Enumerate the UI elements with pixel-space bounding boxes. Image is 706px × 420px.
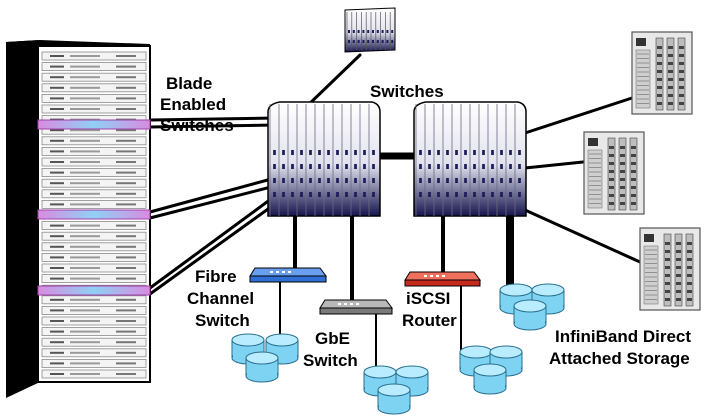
blade-unit	[41, 189, 147, 199]
label-switches: Switches	[370, 82, 444, 101]
blade-unit	[41, 327, 147, 337]
link-blade-bot-2	[148, 202, 277, 296]
blade-unit	[41, 146, 147, 156]
blade-unit	[41, 305, 147, 315]
link-blade-top-1	[148, 116, 277, 122]
blade-unit	[41, 83, 147, 93]
blade-unit	[41, 94, 147, 103]
storage-array-icon	[583, 131, 645, 215]
blade-unit	[41, 178, 147, 188]
blade-unit	[41, 295, 147, 305]
label-gbe-switch: GbE Switch	[303, 329, 358, 370]
storage-arrays	[583, 31, 701, 311]
gbe-switch-icon	[319, 299, 393, 315]
link-storage-1	[523, 96, 634, 135]
blade-unit	[41, 157, 147, 167]
right-core-switch-icon	[413, 101, 527, 217]
blade-unit	[41, 199, 147, 209]
disk-icon	[473, 363, 507, 395]
blade-switch-port-mid	[37, 209, 151, 220]
blade-unit	[41, 231, 147, 241]
blade-unit	[41, 263, 147, 273]
blade-unit	[41, 72, 147, 82]
blade-unit	[41, 316, 147, 326]
blade-unit	[41, 369, 147, 379]
blade-unit	[41, 242, 147, 252]
blade-unit	[41, 62, 147, 71]
fibre-channel-switch-icon	[249, 267, 327, 283]
disk-icon	[513, 299, 547, 331]
link-blade-mid-2	[148, 184, 277, 220]
link-storage-3	[523, 208, 642, 264]
blade-unit	[41, 337, 147, 347]
link-blade-top-2	[148, 123, 277, 129]
storage-array-icon	[639, 227, 701, 311]
disk-icon	[245, 351, 279, 383]
label-blade-switches: Blade Enabled Switches	[160, 74, 234, 135]
blade-switch-port-top	[37, 119, 151, 130]
label-fibre-channel: Fibre Channel Switch	[187, 267, 259, 330]
iscsi-router-icon	[404, 271, 481, 287]
blade-unit	[41, 274, 147, 284]
top-switch-icon	[344, 7, 396, 53]
blade-switch-port-bot	[37, 285, 151, 296]
label-infiniband: InfiniBand Direct Attached Storage	[549, 327, 696, 368]
blade-server-rack	[6, 40, 151, 398]
storage-array-icon	[631, 31, 693, 115]
blade-unit	[41, 252, 147, 262]
label-iscsi-router: iSCSI Router	[402, 289, 457, 330]
link-blade-bot-1	[148, 194, 277, 290]
blade-unit	[41, 136, 147, 146]
connection-lines	[148, 53, 642, 373]
disk-storage-icons	[231, 283, 565, 415]
blade-unit	[41, 51, 147, 61]
blade-units	[41, 51, 147, 379]
disk-icon	[377, 383, 411, 415]
blade-unit	[41, 358, 147, 368]
blade-unit	[41, 348, 147, 358]
blade-unit	[41, 168, 147, 178]
link-storage-2	[523, 160, 585, 170]
disk-icon	[395, 365, 429, 397]
blade-unit	[41, 104, 147, 114]
blade-unit	[41, 221, 147, 231]
link-top-switch	[303, 53, 362, 110]
left-core-switch-icon	[267, 101, 381, 217]
link-blade-mid-1	[148, 176, 277, 214]
